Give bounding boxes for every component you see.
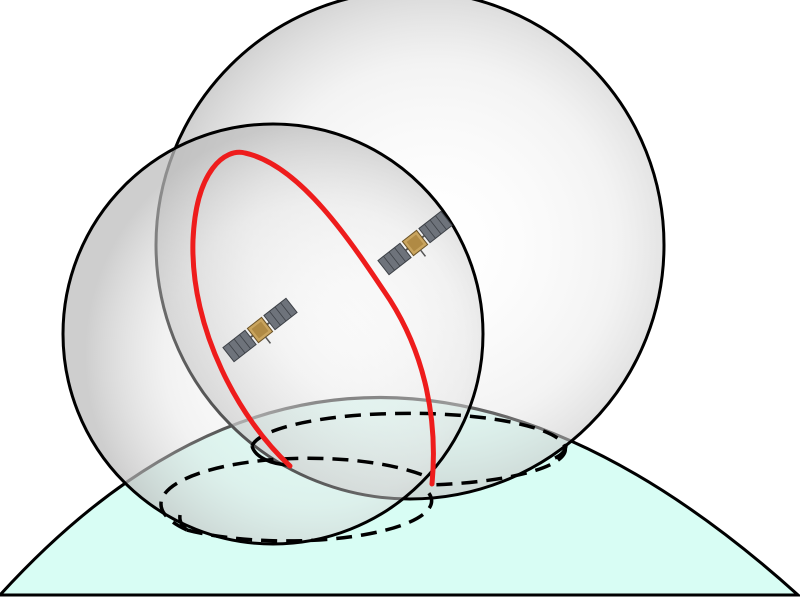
left-footprint-dashed-ellipse bbox=[159, 456, 434, 543]
left-visibility-sphere bbox=[61, 122, 485, 546]
satellite-icon bbox=[377, 210, 453, 276]
intersection-curve bbox=[190, 149, 436, 487]
satellite-icon bbox=[222, 297, 298, 363]
